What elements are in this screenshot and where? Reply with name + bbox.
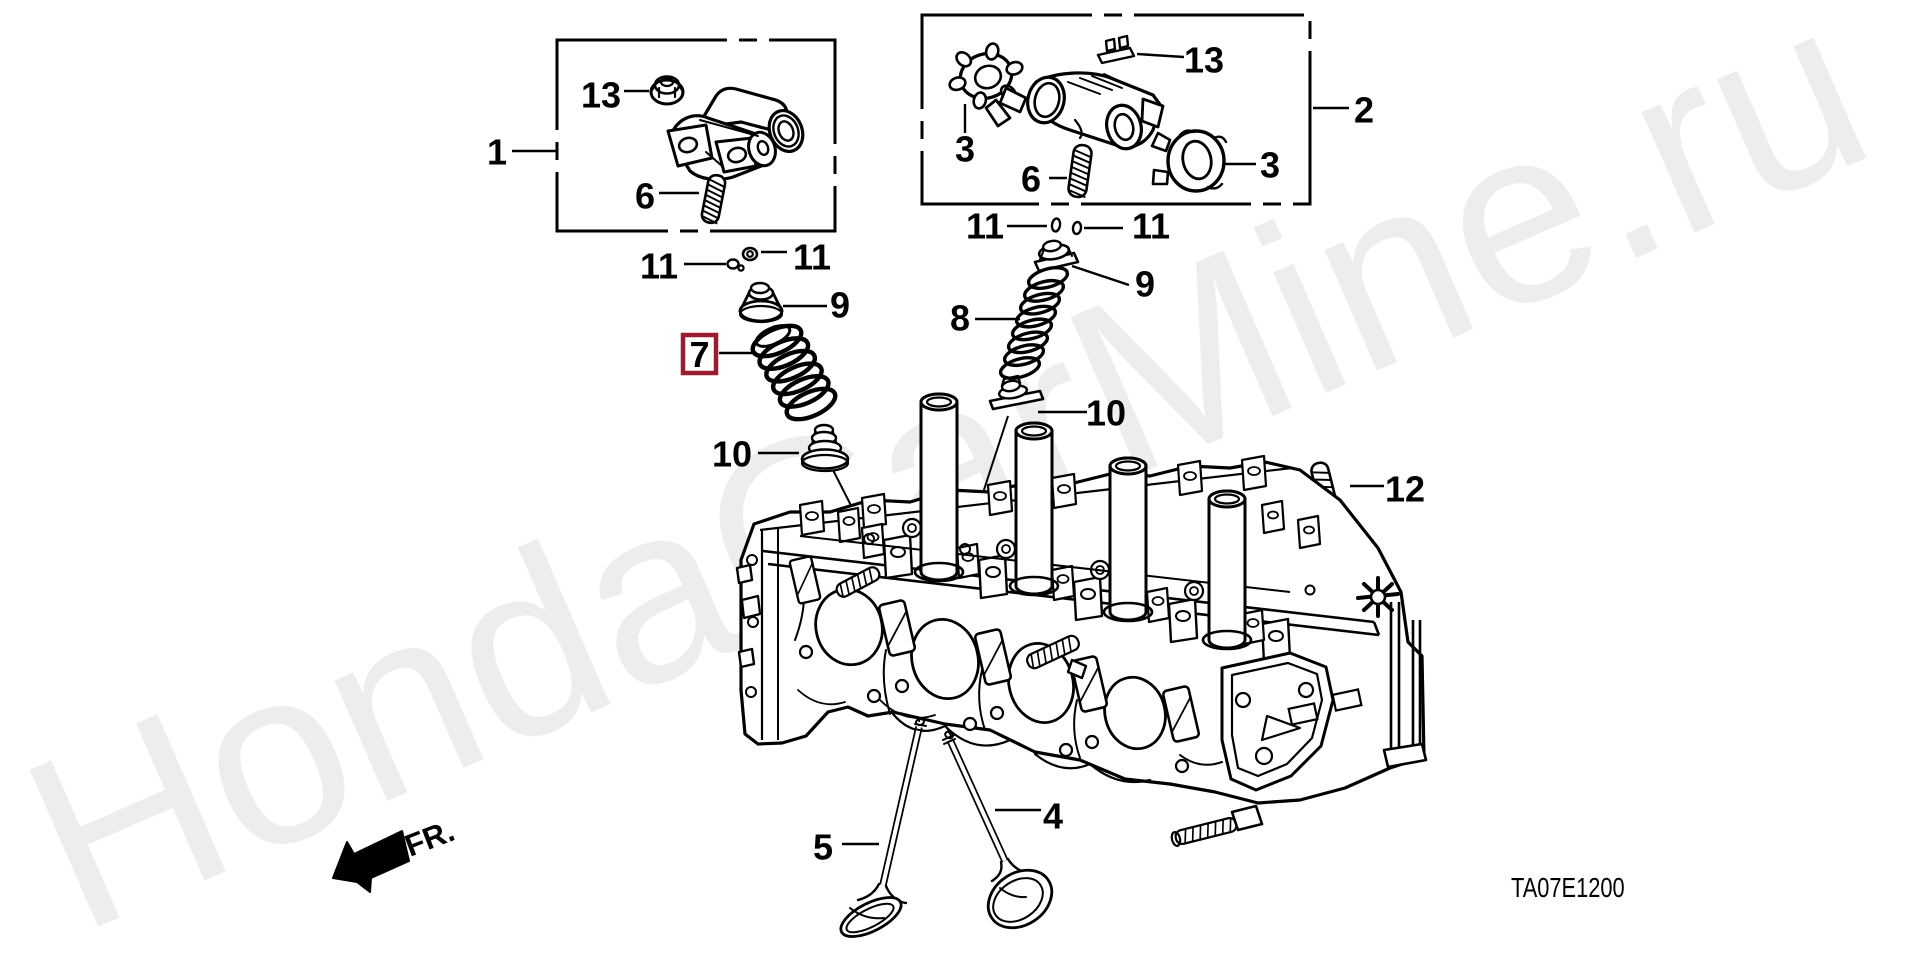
svg-text:10: 10 <box>712 434 752 475</box>
svg-text:11: 11 <box>1132 206 1170 247</box>
svg-text:1: 1 <box>487 132 507 173</box>
svg-text:10: 10 <box>1086 393 1126 434</box>
svg-text:3: 3 <box>955 129 975 170</box>
svg-text:11: 11 <box>966 206 1004 247</box>
svg-text:6: 6 <box>1021 159 1041 200</box>
svg-text:13: 13 <box>581 75 621 116</box>
svg-text:9: 9 <box>830 285 850 326</box>
svg-text:6: 6 <box>635 176 655 217</box>
svg-text:4: 4 <box>1043 796 1063 837</box>
svg-text:8: 8 <box>950 298 970 339</box>
svg-text:TA07E1200: TA07E1200 <box>1511 872 1625 903</box>
svg-text:13: 13 <box>1184 40 1224 81</box>
svg-text:2: 2 <box>1354 90 1374 131</box>
svg-text:11: 11 <box>793 237 831 278</box>
svg-text:7: 7 <box>689 334 709 375</box>
svg-text:12: 12 <box>1385 469 1425 510</box>
svg-text:5: 5 <box>813 827 833 868</box>
svg-text:11: 11 <box>640 246 678 287</box>
svg-text:3: 3 <box>1260 145 1280 186</box>
svg-text:9: 9 <box>1135 264 1155 305</box>
